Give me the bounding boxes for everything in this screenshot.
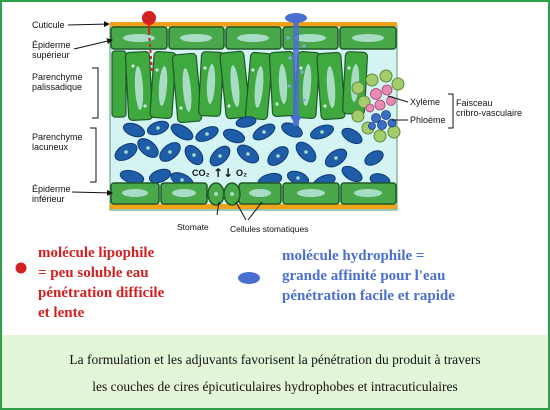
upper-cuticle — [110, 22, 397, 27]
spongy-parenchyma — [114, 116, 391, 190]
lipophile-legend-icon — [15, 262, 27, 274]
phloem — [368, 110, 397, 130]
label-parenchyme-lacuneux-1: Parenchyme — [32, 132, 83, 142]
lower-cuticle — [110, 204, 397, 209]
lipophile-legend-text: molécule lipophile = peu soluble eau pén… — [38, 245, 165, 321]
palisade-parenchyma — [111, 50, 369, 124]
label-faisceau-2: cribro-vasculaire — [456, 108, 522, 118]
upper-epidermis — [110, 26, 397, 50]
label-phloeme: Phloème — [410, 115, 446, 125]
label-epiderme-superieur-2: supérieur — [32, 50, 70, 60]
hydrophile-legend-text: molécule hydrophile = grande affinité po… — [282, 248, 455, 304]
lipophile-molecule-path — [142, 11, 156, 73]
label-epiderme-inferieur-2: inférieur — [32, 194, 65, 204]
label-parenchyme-palissadique-1: Parenchyme — [32, 72, 83, 82]
xylem — [365, 84, 396, 113]
label-epiderme-superieur-1: Épiderme — [32, 40, 71, 50]
label-cellules-stomatiques: Cellules stomatiques — [230, 224, 308, 234]
label-parenchyme-palissadique-2: palissadique — [32, 82, 82, 92]
stoma — [207, 182, 241, 206]
label-faisceau-1: Faisceau — [456, 98, 493, 108]
hydrophile-legend-icon — [238, 272, 260, 284]
hydrophile-molecule-path — [285, 13, 307, 126]
footer-note: La formulation et les adjuvants favorise… — [2, 335, 548, 408]
gas-exchange-arrows: ↑↓ — [213, 166, 233, 180]
label-epiderme-inferieur-1: Épiderme — [32, 184, 71, 194]
footer-line-2: les couches de cires épicuticulaires hyd… — [92, 379, 458, 394]
label-parenchyme-lacuneux-2: lacuneux — [32, 142, 69, 152]
label-xyleme: Xylème — [410, 97, 440, 107]
spongy-chloroplasts — [124, 126, 338, 182]
lower-epidermis — [110, 182, 397, 205]
co2-label: CO₂ — [192, 168, 210, 178]
leaf-cross-section-diagram: CO₂ ↑↓ O₂ — [15, 11, 522, 284]
vascular-bundle — [351, 69, 405, 143]
label-stomate: Stomate — [177, 222, 209, 232]
footer-line-1: La formulation et les adjuvants favorise… — [69, 352, 481, 367]
label-cuticule: Cuticule — [32, 20, 65, 30]
o2-label: O₂ — [236, 168, 247, 178]
